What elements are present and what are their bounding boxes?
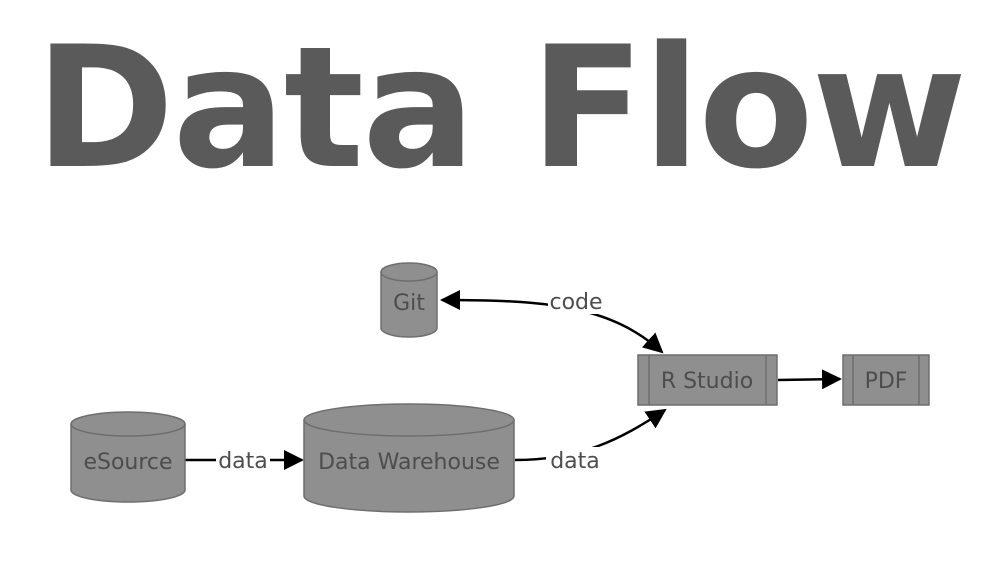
edge-git-rstudio: code bbox=[440, 288, 664, 354]
node-label-esource: eSource bbox=[83, 450, 172, 475]
page-title: Data Flow bbox=[35, 10, 967, 206]
node-git: Git bbox=[380, 262, 438, 338]
node-label-git: Git bbox=[393, 291, 425, 316]
edge-label-data-2: data bbox=[550, 449, 600, 474]
node-esource: eSource bbox=[70, 411, 186, 503]
node-r-studio: R Studio bbox=[637, 354, 778, 406]
edge-warehouse-rstudio: data bbox=[514, 408, 667, 474]
edge-label-data-1: data bbox=[218, 449, 268, 474]
edge-label-code: code bbox=[549, 290, 602, 315]
edge-esource-warehouse: data bbox=[185, 447, 304, 474]
node-label-r-studio: R Studio bbox=[661, 369, 753, 394]
node-label-pdf: PDF bbox=[865, 369, 908, 394]
node-label-data-warehouse: Data Warehouse bbox=[318, 450, 500, 475]
node-pdf: PDF bbox=[842, 354, 930, 406]
node-data-warehouse: Data Warehouse bbox=[303, 403, 515, 513]
edge-rstudio-pdf bbox=[777, 369, 842, 390]
